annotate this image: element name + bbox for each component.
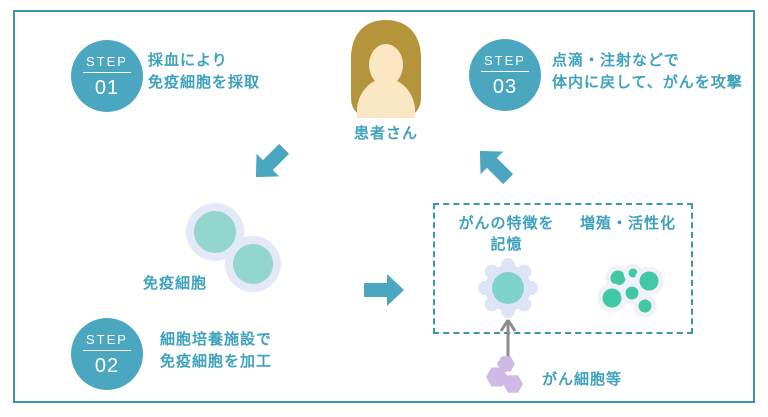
- step-3-badge: STEP 03: [469, 39, 541, 111]
- proliferate-label: 増殖・活性化: [579, 215, 676, 232]
- step-2-text-line-1: 細胞培養施設で: [160, 331, 273, 348]
- step-1-text-line-1: 採血により: [148, 52, 228, 69]
- step-3-text-line-1: 点滴・注射などで: [552, 52, 680, 69]
- arrow-down-left-icon: [255, 143, 290, 178]
- cancer-cells-label: がん細胞等: [542, 371, 623, 388]
- immune-cells-icon: [186, 203, 281, 292]
- step-1-badge: STEP 01: [71, 40, 143, 112]
- cancer-cell-icon: [486, 356, 523, 393]
- step-2-description: 細胞培養施設で 免疫細胞を加工: [160, 329, 272, 373]
- step-2-badge: STEP 02: [71, 318, 143, 390]
- step-3-description: 点滴・注射などで 体内に戻して、がんを攻撃: [552, 50, 743, 94]
- immune-cells-label: 免疫細胞: [143, 275, 208, 292]
- arrow-right-icon: [364, 274, 404, 306]
- step-1-label: STEP: [86, 53, 128, 69]
- step-2-text-line-2: 免疫細胞を加工: [160, 353, 273, 370]
- step-3-label: STEP: [484, 52, 526, 68]
- step-3-divider: [481, 70, 529, 72]
- arrow-up-left-icon: [479, 150, 514, 185]
- patient-icon: [351, 20, 421, 118]
- gear-cell-icon: [478, 258, 538, 318]
- cell-cluster-icon: [597, 263, 664, 318]
- step-3-text-line-2: 体内に戻して、がんを攻撃: [552, 74, 743, 91]
- memorize-label-line-2: 記憶: [490, 236, 523, 253]
- memorize-label: がんの特徴を 記憶: [446, 213, 567, 255]
- step-3-number: 03: [492, 75, 518, 98]
- step-1-description: 採血により 免疫細胞を採取: [148, 50, 260, 94]
- cell-processing-box: [433, 203, 693, 334]
- border-frame: [13, 10, 755, 403]
- step-2-number: 02: [94, 354, 120, 377]
- step-1-number: 01: [94, 76, 120, 99]
- step-1-divider: [83, 71, 131, 73]
- memorize-label-line-1: がんの特徴を: [458, 215, 555, 232]
- step-1-text-line-2: 免疫細胞を採取: [148, 74, 261, 91]
- step-2-label: STEP: [86, 331, 128, 347]
- step-2-divider: [83, 349, 131, 351]
- patient-label: 患者さん: [353, 125, 418, 142]
